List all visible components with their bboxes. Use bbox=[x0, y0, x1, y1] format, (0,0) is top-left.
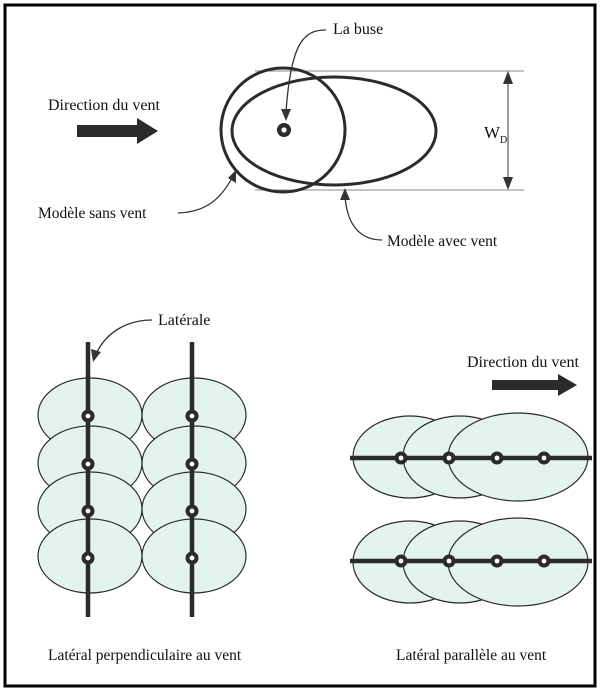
nozzle-label: La buse bbox=[333, 21, 383, 38]
perpendicular-nozzles bbox=[81, 409, 199, 565]
sprinkler-nozzle-icon bbox=[185, 551, 199, 565]
sprinkler-nozzle-icon bbox=[81, 409, 95, 423]
width-label: WD bbox=[484, 123, 507, 146]
nozzle-icon bbox=[277, 123, 291, 137]
sprinkler-nozzle-icon bbox=[490, 554, 504, 568]
pattern-with-wind-label: Modèle avec vent bbox=[387, 233, 498, 250]
wind-arrow-icon bbox=[492, 374, 577, 396]
wind-direction-label-right: Direction du vent bbox=[467, 354, 580, 371]
caption-parallel: Latéral parallèle au vent bbox=[396, 647, 547, 664]
sprinkler-nozzle-icon bbox=[537, 451, 551, 465]
sprinkler-nozzle-icon bbox=[185, 409, 199, 423]
parallel-nozzles bbox=[394, 451, 551, 568]
nozzle-leader bbox=[285, 29, 327, 113]
sprinkler-nozzle-icon bbox=[394, 451, 408, 465]
pattern-with-wind bbox=[230, 75, 438, 187]
nozzle-leader-arrowhead bbox=[281, 109, 291, 121]
pattern-no-wind-label: Modèle sans vent bbox=[38, 205, 147, 222]
sprinkler-nozzle-icon bbox=[81, 457, 95, 471]
sprinkler-nozzle-icon bbox=[490, 451, 504, 465]
sprinkler-nozzle-icon bbox=[185, 457, 199, 471]
sprinkler-nozzle-icon bbox=[394, 554, 408, 568]
lateral-leader-arrowhead bbox=[91, 349, 101, 362]
lateral-leader bbox=[96, 319, 153, 353]
sprinkler-nozzle-icon bbox=[185, 504, 199, 518]
sprinkler-nozzle-icon bbox=[537, 554, 551, 568]
sprinkler-nozzle-icon bbox=[442, 451, 456, 465]
wind-direction-label-top: Direction du vent bbox=[48, 97, 161, 114]
wind-arrow-icon bbox=[77, 118, 158, 144]
pattern-no-wind bbox=[219, 66, 347, 194]
with-wind-leader bbox=[344, 195, 383, 241]
caption-perpendicular: Latéral perpendiculaire au vent bbox=[48, 647, 242, 664]
no-wind-leader bbox=[177, 177, 233, 214]
sprinkler-nozzle-icon bbox=[442, 554, 456, 568]
dimension-arrow-up bbox=[503, 71, 513, 84]
sprinkler-nozzle-icon bbox=[81, 504, 95, 518]
perpendicular-patterns bbox=[37, 377, 247, 594]
with-wind-leader-arrowhead bbox=[340, 188, 350, 200]
diagram-border bbox=[3, 3, 597, 688]
sprinkler-nozzle-icon bbox=[81, 551, 95, 565]
no-wind-leader-arrowhead bbox=[228, 170, 236, 183]
dimension-arrow-down bbox=[503, 177, 513, 190]
lateral-label: Latérale bbox=[158, 312, 210, 329]
